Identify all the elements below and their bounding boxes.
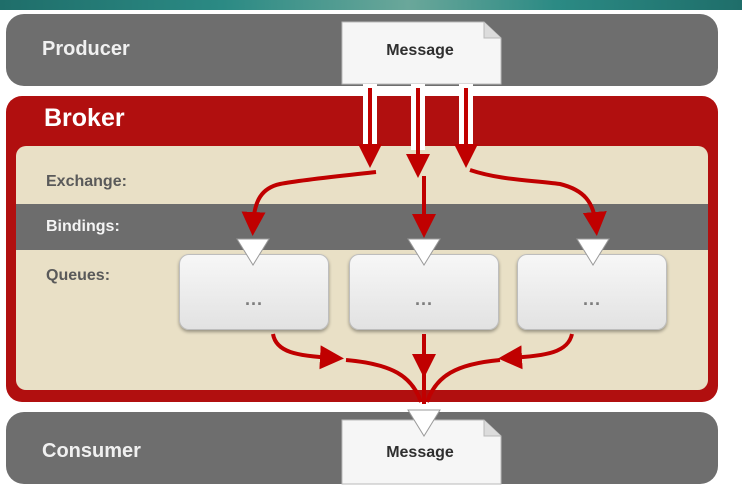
top-decorative-strip xyxy=(0,0,742,10)
broker-label: Broker xyxy=(44,104,125,132)
exchange-label: Exchange: xyxy=(46,173,127,190)
queues-label: Queues: xyxy=(46,267,111,284)
queue-box-2: ... xyxy=(349,254,499,330)
queue-binding-triangles xyxy=(236,238,610,266)
producer-message-label: Message xyxy=(386,42,454,59)
queue-content: ... xyxy=(582,289,601,309)
queue-content: ... xyxy=(244,289,263,309)
producer-label: Producer xyxy=(42,38,130,60)
message-to-exchange-connectors xyxy=(363,84,473,150)
consumer-receive-triangle xyxy=(407,409,441,437)
queue-to-consumer-arrows xyxy=(271,333,574,378)
queue-box-1: ... xyxy=(179,254,329,330)
exchange-routing-arrows xyxy=(241,168,607,238)
message-to-exchange-arrows xyxy=(358,88,478,178)
converging-arrows xyxy=(345,358,501,404)
consumer-message-label: Message xyxy=(386,444,454,461)
queue-content: ... xyxy=(414,289,433,309)
queue-box-3: ... xyxy=(517,254,667,330)
bindings-label: Bindings: xyxy=(46,218,120,235)
consumer-label: Consumer xyxy=(42,440,141,462)
producer-message-document xyxy=(341,21,502,85)
consumer-message-document xyxy=(341,419,502,485)
